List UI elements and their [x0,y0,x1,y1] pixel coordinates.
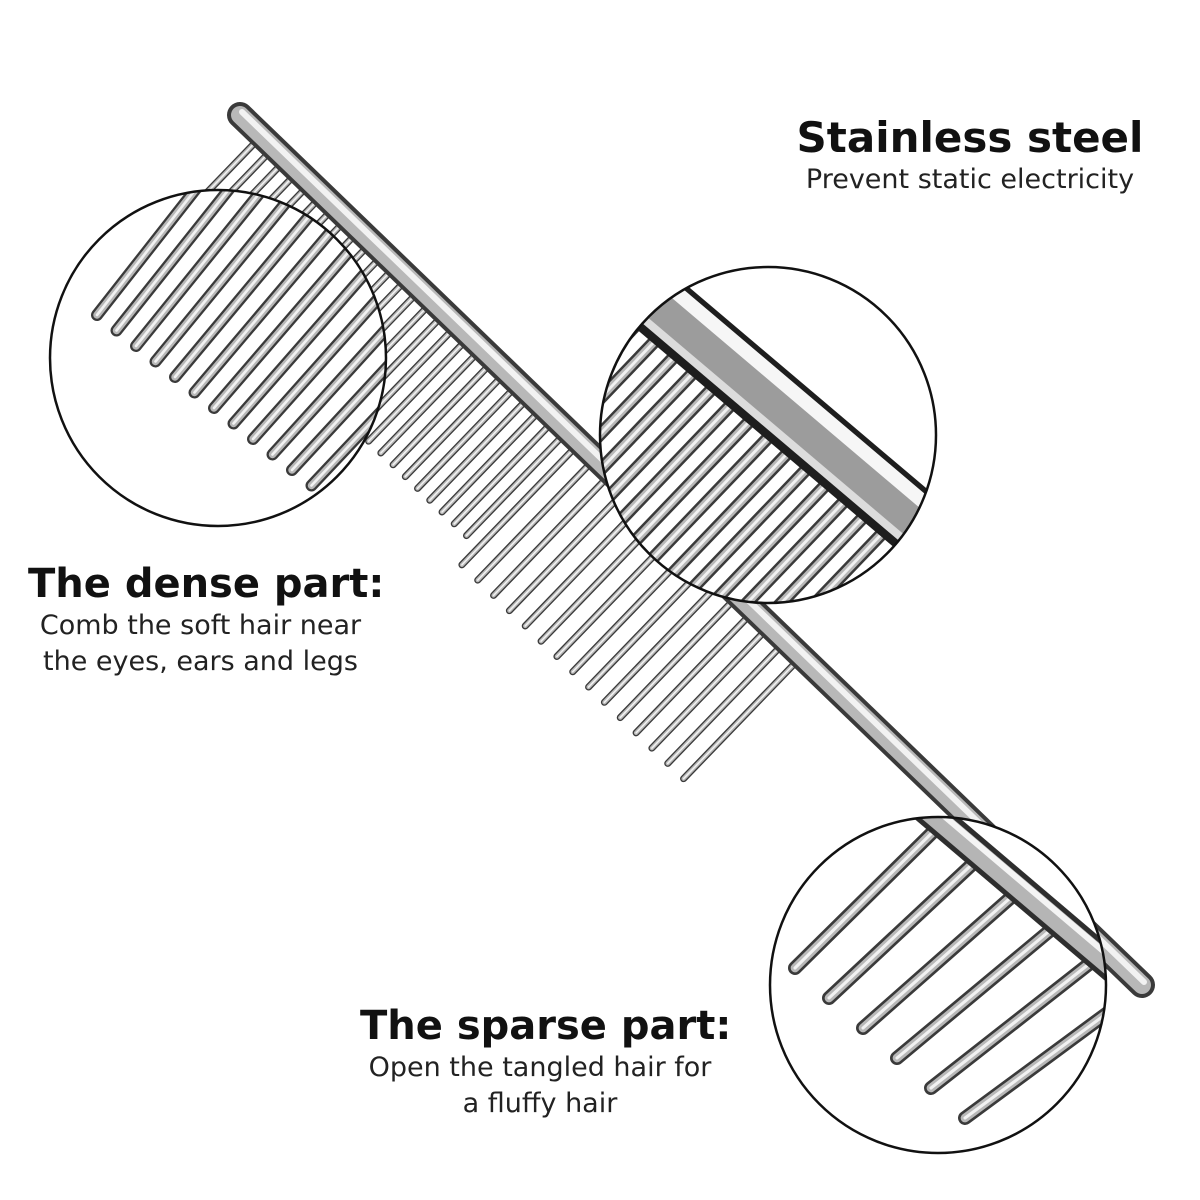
comb-tooth [414,380,523,492]
zoomed-dense-tooth [130,190,294,352]
comb-tooth [505,484,631,615]
zoomed-spine-tooth [600,429,811,603]
callout-stainless-steel: Stainless steel Prevent static electrici… [760,114,1180,198]
callout-description: Comb the soft hair near the eyes, ears a… [39,610,362,677]
zoomed-sparse-tooth [890,921,1060,1065]
comb-tooth [365,332,474,445]
callout-title: The sparse part: [360,1003,732,1049]
zoomed-spine-tooth [600,327,703,571]
zoomed-spine-tooth [600,361,739,603]
zoomed-dense-tooth [286,304,386,476]
zoom-circle-outline [598,265,938,605]
zoomed-spine-tooth [667,514,901,603]
comb-tooth [450,415,559,528]
zoomed-sparse-tooth [958,993,1106,1125]
zoomed-sparse-tooth [924,957,1096,1095]
callout-description: Prevent static electricity [805,164,1135,195]
comb-tooth [680,652,805,783]
comb-tooth [458,439,584,569]
comb-tooth [600,576,726,706]
callout-dense-part: The dense part: Comb the soft hair near … [28,560,408,680]
comb-tooth [632,607,758,737]
comb-tooth [426,391,535,504]
zoomed-spine-tooth [649,497,883,603]
zoomed-dense-tooth [91,190,256,321]
callout-description: Open the tangled hair for a fluffy hair [368,1052,712,1119]
comb-tooth [521,500,647,630]
zoomed-dense-tooth [149,190,313,368]
zoomed-dense-tooth [169,190,332,383]
comb-tooth [401,368,510,481]
zoomed-spine-tooth [600,446,829,603]
comb-tooth [474,454,600,584]
zoomed-spine-tooth [600,378,757,603]
zoom-circle-dense-teeth [48,188,388,528]
zoomed-sparse-tooth [788,817,952,975]
zoom-circle-sparse-teeth [768,815,1108,1155]
zoomed-dense-tooth [227,247,386,430]
zoomed-spine-tooth [600,395,775,603]
callout-title: The dense part: [28,561,385,607]
comb-tooth [438,403,547,516]
callout-title: Stainless steel [796,113,1144,162]
zoomed-spine-tooth [613,463,847,603]
zoom-circle-content [91,190,386,507]
zoom-circle-spine [598,265,938,605]
zoomed-dense-tooth [208,228,370,414]
comb-tooth [462,427,571,540]
comb-tooth [585,561,710,691]
zoom-circle-outline [48,188,388,528]
zoomed-dense-tooth [110,190,275,337]
comb-tooth [389,356,498,469]
comb-tooth [616,591,742,722]
comb-tooth [648,622,774,752]
callout-sparse-part: The sparse part: Open the tangled hair f… [360,1002,732,1122]
zoomed-spine-tooth [600,310,685,554]
zoomed-sparse-tooth [822,849,988,1005]
comb-tooth [377,344,486,457]
comb-tooth [490,469,615,599]
zoomed-sparse-tooth [856,885,1024,1035]
zoom-circle-outline [768,815,1108,1155]
comb-tooth [664,637,790,767]
zoomed-spine-tooth [600,412,793,603]
zoomed-dense-tooth [266,285,386,461]
zoomed-dense-tooth [188,209,351,399]
